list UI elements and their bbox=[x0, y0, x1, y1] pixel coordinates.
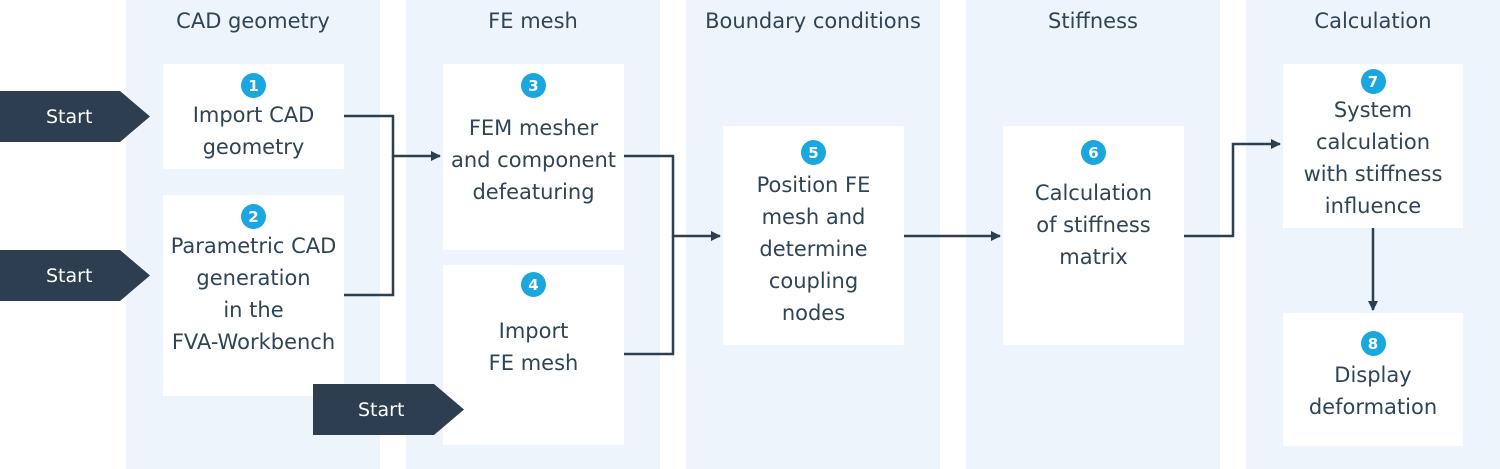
step-box-5: 5 Position FE mesh and determine couplin… bbox=[723, 126, 904, 345]
step-text-2: Parametric CAD generation in the FVA-Wor… bbox=[170, 234, 337, 354]
start-tag-3: Start bbox=[313, 384, 464, 435]
step-box-7: 7 System calculation with stiffness infl… bbox=[1283, 64, 1463, 228]
column-header-fe-mesh: FE mesh bbox=[488, 9, 578, 33]
step-badge-3: 3 bbox=[521, 73, 546, 98]
connector-2-to-3 bbox=[344, 156, 395, 297]
step-box-1: 1 Import CAD geometry bbox=[163, 64, 344, 169]
column-header-boundary-conditions: Boundary conditions bbox=[705, 9, 921, 33]
step-text-5: Position FE mesh and determine coupling … bbox=[756, 173, 871, 325]
step-box-3: 3 FEM mesher and component defeaturing bbox=[443, 64, 624, 250]
step-text-1: Import CAD geometry bbox=[192, 103, 315, 159]
step-badge-8: 8 bbox=[1360, 331, 1386, 356]
step-badge-2: 2 bbox=[241, 204, 266, 229]
column-header-stiffness: Stiffness bbox=[1048, 9, 1138, 33]
column-header-calculation: Calculation bbox=[1314, 9, 1432, 33]
start-tag-1: Start bbox=[0, 91, 150, 142]
step-box-2: 2 Parametric CAD generation in the FVA-W… bbox=[163, 195, 344, 396]
step-text-7: System calculation with stiffness influe… bbox=[1303, 98, 1443, 218]
step-text-3: FEM mesher and component defeaturing bbox=[451, 116, 616, 204]
step-badge-7: 7 bbox=[1360, 69, 1386, 94]
connector-6-to-7 bbox=[1184, 139, 1281, 238]
step-badge-5: 5 bbox=[801, 140, 826, 165]
step-badge-4: 4 bbox=[521, 272, 546, 297]
column-header-cad-geometry: CAD geometry bbox=[176, 9, 330, 33]
connector-4-to-5 bbox=[624, 236, 675, 356]
step-box-8: 8 Display deformation bbox=[1283, 313, 1463, 446]
step-box-4: 4 Import FE mesh bbox=[443, 265, 624, 445]
step-badge-1: 1 bbox=[241, 73, 266, 98]
step-box-6: 6 Calculation of stiffness matrix bbox=[1003, 126, 1184, 345]
step-text-6: Calculation of stiffness matrix bbox=[1034, 181, 1153, 269]
connector-3-to-5 bbox=[624, 154, 721, 241]
step-badge-6: 6 bbox=[1081, 140, 1106, 165]
step-text-4: Import FE mesh bbox=[488, 319, 579, 375]
connector-1-to-3 bbox=[344, 114, 441, 161]
start-tag-2: Start bbox=[0, 250, 150, 301]
step-text-8: Display deformation bbox=[1308, 363, 1438, 419]
